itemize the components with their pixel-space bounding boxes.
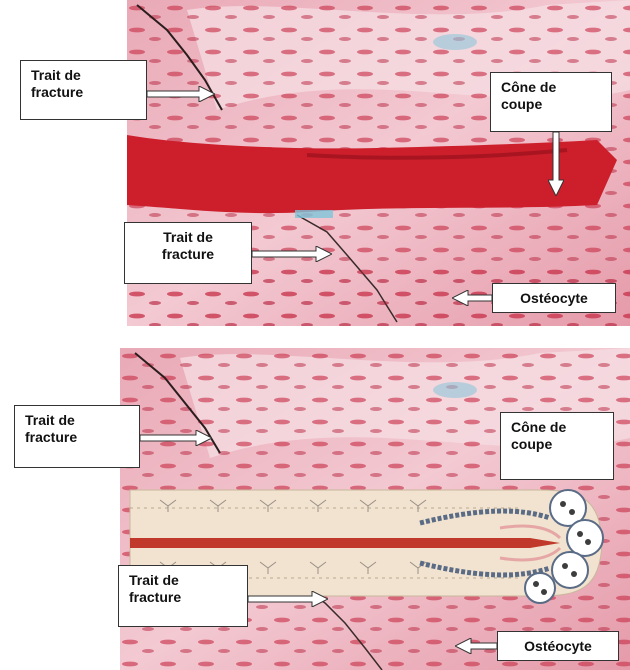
arrow-right-icon (248, 591, 328, 607)
label-trait-fracture-top-1: Trait de fracture (20, 60, 147, 120)
label-osteocyte-bottom: Ostéocyte (497, 631, 619, 661)
label-line: coupe (511, 436, 603, 453)
arrow-right-icon (252, 246, 332, 262)
label-osteocyte-top: Ostéocyte (492, 283, 616, 313)
label-line: Cône de (501, 79, 601, 96)
label-line: fracture (31, 84, 136, 101)
label-line: coupe (501, 96, 601, 113)
label-line: Trait de (135, 229, 241, 246)
label-line: Trait de (129, 572, 237, 589)
arrow-left-icon (452, 290, 492, 306)
label-trait-fracture-bottom-1: Trait de fracture (14, 405, 140, 468)
label-line: Trait de (31, 67, 136, 84)
label-cone-coupe-bottom: Cône de coupe (500, 412, 614, 480)
label-line: Cône de (511, 419, 603, 436)
label-line: Ostéocyte (503, 290, 605, 307)
label-line: fracture (25, 429, 129, 446)
label-cone-coupe-top: Cône de coupe (490, 72, 612, 132)
label-line: fracture (129, 589, 237, 606)
arrow-left-icon (455, 638, 497, 654)
label-line: Trait de (25, 412, 129, 429)
arrow-right-icon (140, 430, 212, 446)
label-line: fracture (135, 246, 241, 263)
label-trait-fracture-bottom-2: Trait de fracture (118, 565, 248, 627)
label-line: Ostéocyte (508, 638, 608, 655)
arrow-down-icon (548, 132, 564, 196)
arrow-right-icon (147, 86, 215, 102)
label-trait-fracture-top-2: Trait de fracture (124, 222, 252, 284)
